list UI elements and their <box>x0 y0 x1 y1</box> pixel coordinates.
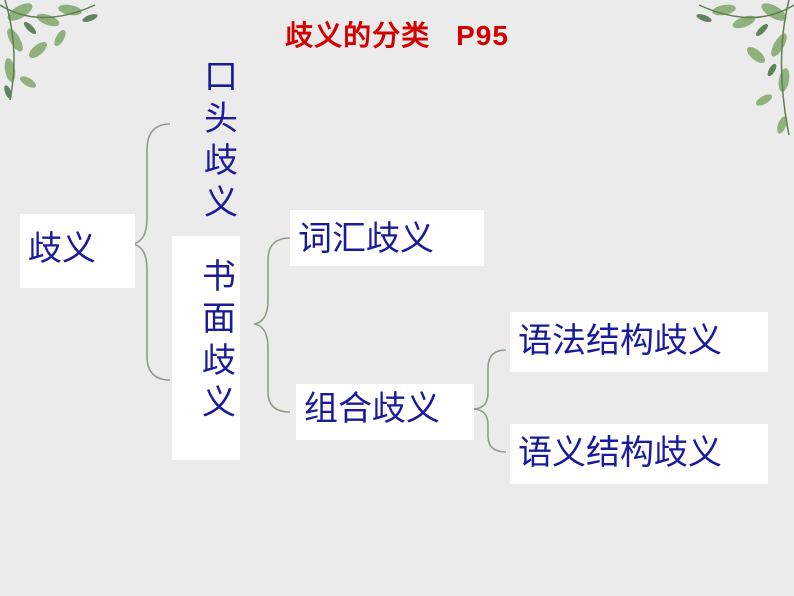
lexical-label: 词汇歧义 <box>290 210 484 260</box>
branch-spoken-label: 口头歧义 <box>200 56 242 224</box>
combination-node: 组合歧义 <box>296 384 474 440</box>
root-node-label: 歧义 <box>20 214 135 270</box>
branch-written-label: 书面歧义 <box>198 256 240 424</box>
syntactic-structure-label: 语法结构歧义 <box>510 312 768 362</box>
written-brace <box>254 238 290 412</box>
syntactic-structure-node: 语法结构歧义 <box>510 312 768 372</box>
root-brace <box>132 124 170 380</box>
root-node: 歧义 <box>20 214 135 288</box>
semantic-structure-node: 语义结构歧义 <box>510 424 768 484</box>
combination-label: 组合歧义 <box>296 384 474 430</box>
branch-written-node: 书面歧义 <box>172 236 240 460</box>
combination-brace <box>474 350 506 452</box>
lexical-node: 词汇歧义 <box>290 210 484 266</box>
semantic-structure-label: 语义结构歧义 <box>510 424 768 474</box>
branch-spoken-node: 口头歧义 <box>200 56 244 226</box>
